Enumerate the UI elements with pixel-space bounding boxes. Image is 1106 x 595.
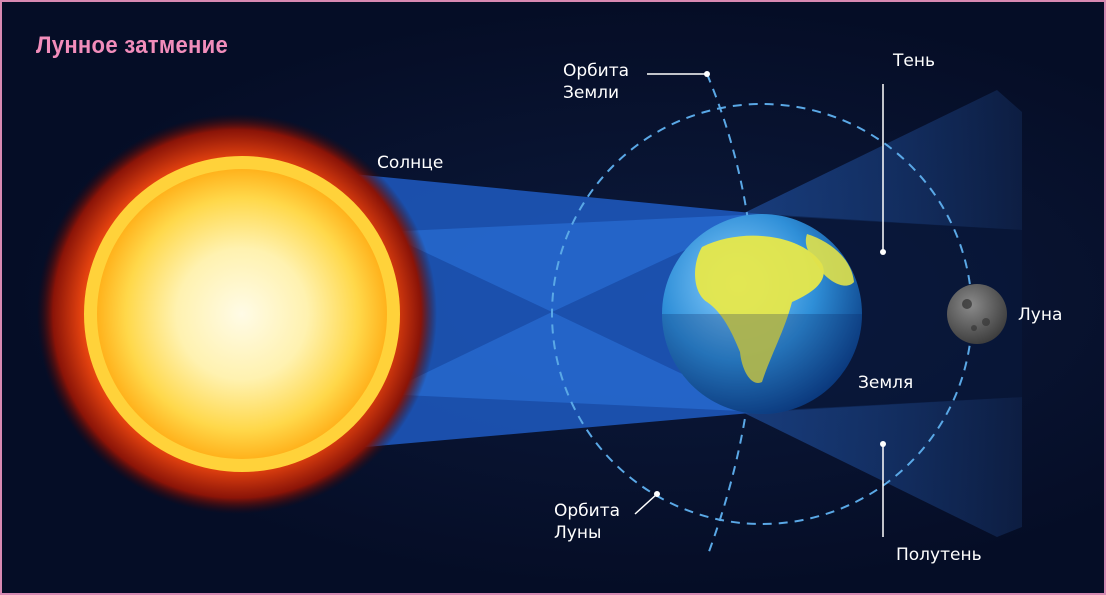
sun — [37, 114, 437, 514]
earth-orbit-label-line2: Земли — [563, 83, 620, 103]
earth-orbit-label: Орбита Земли — [563, 60, 629, 104]
moon-label: Луна — [1018, 305, 1063, 325]
moon-orbit-label-line1: Орбита — [554, 501, 621, 521]
moon-orbit-label: Орбита Луны — [554, 500, 620, 544]
diagram-title: Лунное затмение — [36, 32, 229, 59]
light-cone-cross-lower — [382, 312, 762, 412]
moon-orbit-leader — [634, 493, 658, 515]
earth-orbit-label-line1: Орбита — [563, 61, 630, 81]
penumbra-label: Полутень — [896, 545, 982, 565]
sun-label: Солнце — [377, 153, 444, 173]
light-cone-cross — [382, 214, 762, 312]
penumbra-lower — [742, 397, 1022, 537]
umbra-label: Тень — [893, 51, 935, 71]
moon — [947, 284, 1007, 344]
penumbra-upper — [742, 90, 1022, 230]
moon-orbit-label-line2: Луны — [554, 523, 602, 543]
earth — [662, 214, 862, 414]
earth-label: Земля — [858, 373, 914, 393]
